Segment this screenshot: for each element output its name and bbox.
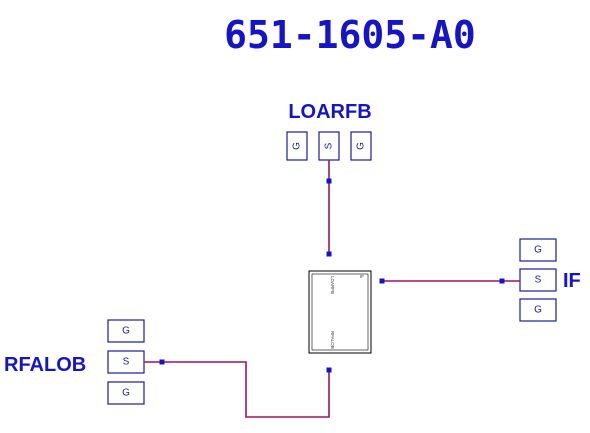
pad-if-s[interactable]: S	[519, 268, 557, 292]
wire-rfalob[interactable]	[144, 361, 330, 418]
pad-rfalob-g1[interactable]: G	[107, 319, 145, 343]
pad-rfalob-s[interactable]: S	[107, 350, 145, 374]
pad-if-g1-label: G	[534, 245, 542, 256]
pad-loarfb-s[interactable]: S	[318, 131, 340, 161]
port-rfalob[interactable]: G S G RFALOB	[4, 319, 145, 405]
pad-loarfb-g1-label: G	[292, 142, 303, 150]
port-rfalob-name: RFALOB	[4, 354, 86, 376]
chip-inner-border	[311, 273, 369, 351]
port-loarfb-name: LOARFB	[288, 101, 371, 123]
pad-loarfb-g1[interactable]: G	[286, 131, 308, 161]
pad-rfalob-g2-label: G	[122, 388, 130, 399]
pin-dot-if-chip	[379, 278, 385, 284]
port-if-name: IF	[563, 270, 581, 292]
pad-loarfb-g2[interactable]: G	[350, 131, 372, 161]
pad-rfalob-g1-label: G	[122, 326, 130, 337]
pad-if-g2-label: G	[534, 305, 542, 316]
pad-loarfb-s-label: S	[324, 142, 335, 149]
pad-if-s-label: S	[535, 275, 542, 286]
pin-dot-loarfb-pad	[326, 178, 332, 184]
pad-rfalob-s-label: S	[123, 357, 130, 368]
pad-rfalob-g2[interactable]: G	[107, 381, 145, 405]
chip-body	[308, 270, 372, 354]
pad-if-g2[interactable]: G	[519, 298, 557, 322]
pin-dot-if-pad	[499, 278, 505, 284]
chip-block[interactable]: LOARFB IF RFALOB	[308, 270, 372, 354]
port-loarfb[interactable]: LOARFB G S G	[286, 101, 372, 161]
pin-dot-rfalob-pad	[159, 359, 165, 365]
port-if[interactable]: G S G IF	[519, 238, 581, 322]
pin-dot-rfalob-chip	[326, 367, 332, 373]
pad-if-g1[interactable]: G	[519, 238, 557, 262]
pad-loarfb-g2-label: G	[356, 142, 367, 150]
pin-dot-loarfb-chip	[326, 251, 332, 257]
chip-pin-label-if: IF	[360, 274, 364, 279]
page-title: 651-1605-A0	[224, 13, 476, 57]
chip-pin-label-rfalob: RFALOB	[330, 331, 335, 349]
chip-pin-label-loarfb: LOARFB	[330, 276, 335, 294]
